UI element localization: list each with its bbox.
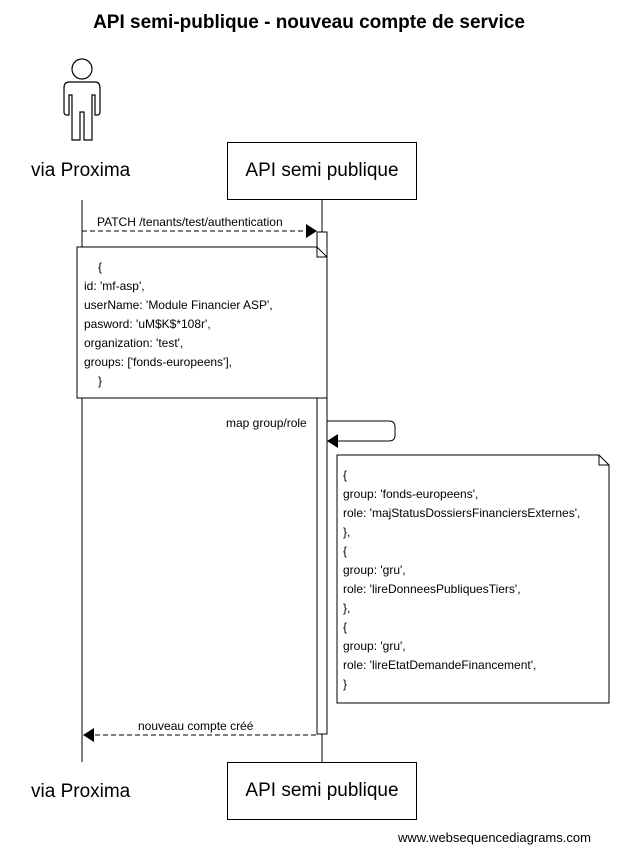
note-line: group: 'gru',	[343, 563, 406, 577]
note-line: },	[343, 525, 351, 539]
note-line: role: 'lireDonneesPubliquesTiers',	[343, 582, 521, 596]
note-line: }	[343, 677, 348, 691]
note-line: {	[343, 620, 348, 634]
response-message-label: nouveau compte créé	[138, 719, 254, 733]
note-line: groups: ['fonds-europeens'],	[84, 355, 233, 369]
note-line: {	[343, 544, 348, 558]
api-participant-box-bottom: API semi publique	[227, 762, 417, 820]
request-arrowhead	[306, 224, 317, 238]
api-activation-bar	[316, 231, 328, 735]
note-line: }	[98, 374, 103, 388]
actor-stick-figure-icon	[63, 58, 101, 141]
note-line: role: 'lireEtatDemandeFinancement',	[343, 658, 537, 672]
note-line: },	[343, 601, 351, 615]
note-line: pasword: 'uM$K$*108r',	[84, 317, 211, 331]
note-line: {	[98, 260, 103, 274]
request-body-note-shape	[76, 246, 328, 399]
self-call-message-label: map group/role	[226, 416, 307, 430]
note-line: {	[343, 468, 348, 482]
self-call-arrowhead	[327, 434, 338, 448]
note-line: role: 'majStatusDossiersFinanciersExtern…	[343, 506, 581, 520]
note-line: group: 'fonds-europeens',	[343, 487, 479, 501]
note-line: userName: 'Module Financier ASP',	[84, 298, 273, 312]
actor-name-top: via Proxima	[31, 160, 131, 181]
mapping-note-text: { group: 'fonds-europeens', role: 'majSt…	[343, 466, 580, 694]
response-arrowhead	[83, 728, 94, 742]
note-line: group: 'gru',	[343, 639, 406, 653]
api-participant-box-top: API semi publique	[227, 142, 417, 200]
mapping-note-fold	[598, 455, 609, 466]
note-line: id: 'mf-asp',	[84, 279, 145, 293]
request-message-label: PATCH /tenants/test/authentication	[97, 215, 283, 229]
self-call-arrow-line	[327, 420, 396, 442]
credit-link[interactable]: www.websequencediagrams.com	[398, 830, 591, 845]
mapping-note-shape	[336, 454, 610, 704]
note-line: organization: 'test',	[84, 336, 184, 350]
diagram-title: API semi-publique - nouveau compte de se…	[93, 12, 525, 33]
api-participant-label-top: API semi publique	[245, 160, 399, 181]
api-participant-label-bottom: API semi publique	[245, 780, 399, 801]
actor-name-bottom: via Proxima	[31, 781, 131, 802]
request-body-note-text: { id: 'mf-asp', userName: 'Module Financ…	[84, 258, 273, 391]
request-body-note-fold	[316, 247, 327, 258]
